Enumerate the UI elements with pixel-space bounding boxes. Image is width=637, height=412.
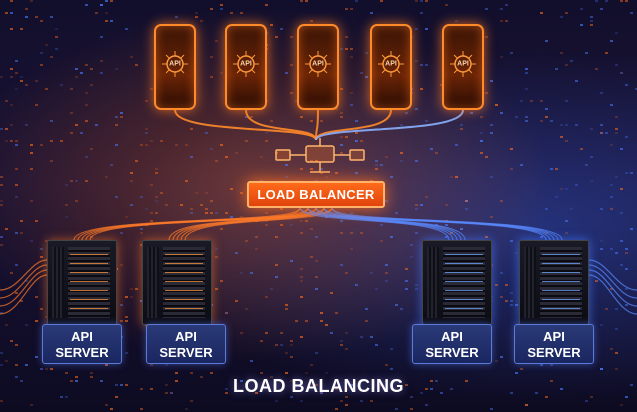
server-label-line1: API: [441, 329, 463, 344]
client-device: API: [225, 24, 267, 110]
server-label-line1: API: [543, 329, 565, 344]
server-label-line2: SERVER: [55, 345, 109, 360]
server-label-line1: API: [175, 329, 197, 344]
client-device: API: [297, 24, 339, 110]
server-label: API SERVER: [514, 324, 594, 364]
api-icon-label: API: [312, 60, 324, 68]
client-device: API: [154, 24, 196, 110]
server-label: API SERVER: [412, 324, 492, 364]
server-label: API SERVER: [146, 324, 226, 364]
api-node-icon: API: [376, 49, 406, 79]
api-node-icon: API: [160, 49, 190, 79]
network-topology-icon: [275, 138, 365, 173]
server-rack: [47, 240, 117, 325]
server-label-line2: SERVER: [159, 345, 213, 360]
api-icon-label: API: [457, 60, 469, 68]
api-icon-label: API: [169, 60, 181, 68]
server-label: API SERVER: [42, 324, 122, 364]
load-balancer-label: LOAD BALANCER: [257, 187, 375, 202]
page-title: LOAD BALANCING: [233, 376, 404, 396]
client-device: API: [370, 24, 412, 110]
api-icon-label: API: [385, 60, 397, 68]
load-balancer-box: LOAD BALANCER: [247, 181, 385, 208]
server-label-line1: API: [71, 329, 93, 344]
api-node-icon: API: [231, 49, 261, 79]
client-device: API: [442, 24, 484, 110]
server-rack: [422, 240, 492, 325]
server-rack: [142, 240, 212, 325]
server-rack: [519, 240, 589, 325]
server-label-line2: SERVER: [527, 345, 581, 360]
api-icon-label: API: [240, 60, 252, 68]
server-label-line2: SERVER: [425, 345, 479, 360]
api-node-icon: API: [303, 49, 333, 79]
api-node-icon: API: [448, 49, 478, 79]
